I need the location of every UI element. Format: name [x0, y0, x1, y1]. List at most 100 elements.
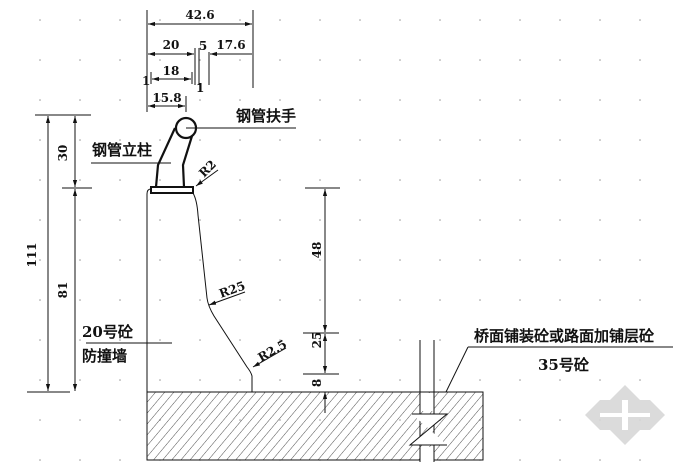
grid-dot [439, 179, 441, 181]
label-handrail: 钢管扶手 [236, 107, 296, 125]
grid-dot [279, 219, 281, 221]
grid-dot [239, 139, 241, 141]
grid-dot [159, 59, 161, 61]
grid-dot [599, 59, 601, 61]
grid-dot [199, 219, 201, 221]
dim-5: 5 [199, 39, 207, 53]
grid-dot [639, 379, 641, 381]
grid-dot [159, 219, 161, 221]
grid-dot [159, 99, 161, 101]
grid-dot [519, 99, 521, 101]
grid-dot [599, 299, 601, 301]
grid-dot [479, 379, 481, 381]
grid-dot [319, 379, 321, 381]
grid-dot [319, 19, 321, 21]
grid-dot [439, 19, 441, 21]
grid-dot [199, 139, 201, 141]
grid-dot [319, 259, 321, 261]
grid-dot [399, 59, 401, 61]
radius-r2: R2 [196, 157, 219, 180]
grid-dot [479, 339, 481, 341]
grid-dot [519, 459, 521, 461]
grid-dot [359, 379, 361, 381]
grid-dot [599, 19, 601, 21]
grid-dot [39, 179, 41, 181]
grid-dot [119, 19, 121, 21]
grid-dot [639, 179, 641, 181]
grid-dot [39, 259, 41, 261]
grid-dot [159, 259, 161, 261]
grid-dot [319, 99, 321, 101]
grid-dot [359, 99, 361, 101]
left-dimensions: 111 30 81 [25, 114, 92, 393]
grid-dot [439, 59, 441, 61]
grid-dot [559, 179, 561, 181]
grid-dot [79, 259, 81, 261]
grid-dot [639, 459, 641, 461]
grid-dot [159, 339, 161, 341]
grid-dot [279, 139, 281, 141]
radius-r25: R25 [217, 279, 247, 301]
grid-dot [79, 179, 81, 181]
dim-8: 8 [310, 379, 324, 387]
grid-dot [39, 299, 41, 301]
dim-48: 48 [310, 242, 324, 259]
dim-tick-1-right: 1 [196, 81, 204, 95]
grid-dot [439, 339, 441, 341]
grid-dot [119, 139, 121, 141]
grid-dot [119, 99, 121, 101]
grid-dot [319, 179, 321, 181]
grid-dot [79, 19, 81, 21]
grid-dot [39, 379, 41, 381]
grid-dot [519, 59, 521, 61]
grid-dot [639, 219, 641, 221]
dim-25: 25 [310, 332, 324, 349]
grid-dot [359, 219, 361, 221]
grid-dot [359, 59, 361, 61]
grid-dot [39, 19, 41, 21]
grid-dot [519, 139, 521, 141]
grid-dot [479, 139, 481, 141]
grid-dot [119, 299, 121, 301]
grid-dot [519, 219, 521, 221]
grid-dot [399, 339, 401, 341]
grid-dot [279, 59, 281, 61]
grid-dot [79, 219, 81, 221]
grid-dot [319, 59, 321, 61]
dim-20: 20 [163, 38, 180, 52]
grid-dot [359, 339, 361, 341]
grid-dot [319, 219, 321, 221]
grid-dot [319, 299, 321, 301]
grid-dot [519, 299, 521, 301]
grid-dot [39, 139, 41, 141]
grid-dot [479, 59, 481, 61]
dim-17-6: 17.6 [216, 38, 245, 52]
grid-dot [239, 259, 241, 261]
grid-dot [479, 99, 481, 101]
grid-dot [439, 379, 441, 381]
grid-dot [239, 379, 241, 381]
grid-dot [519, 259, 521, 261]
grid-dot [279, 179, 281, 181]
grid-dot [159, 179, 161, 181]
grid-dot [599, 339, 601, 341]
grid-dot [479, 219, 481, 221]
grid-dot [279, 379, 281, 381]
grid-dot [559, 459, 561, 461]
radius-r2-5: R2.5 [256, 337, 290, 365]
grid-dot [199, 179, 201, 181]
grid-dot [119, 379, 121, 381]
grid-dot [359, 179, 361, 181]
grid-dot [119, 259, 121, 261]
right-dimensions: 48 25 8 [303, 187, 340, 413]
grid-dot [399, 19, 401, 21]
grid-dot [639, 299, 641, 301]
grid-dot [79, 299, 81, 301]
grid-dot [79, 419, 81, 421]
grid-dot [159, 379, 161, 381]
grid-dot [199, 59, 201, 61]
grid-dot [639, 19, 641, 21]
grid-dot [559, 259, 561, 261]
grid-dot [199, 339, 201, 341]
